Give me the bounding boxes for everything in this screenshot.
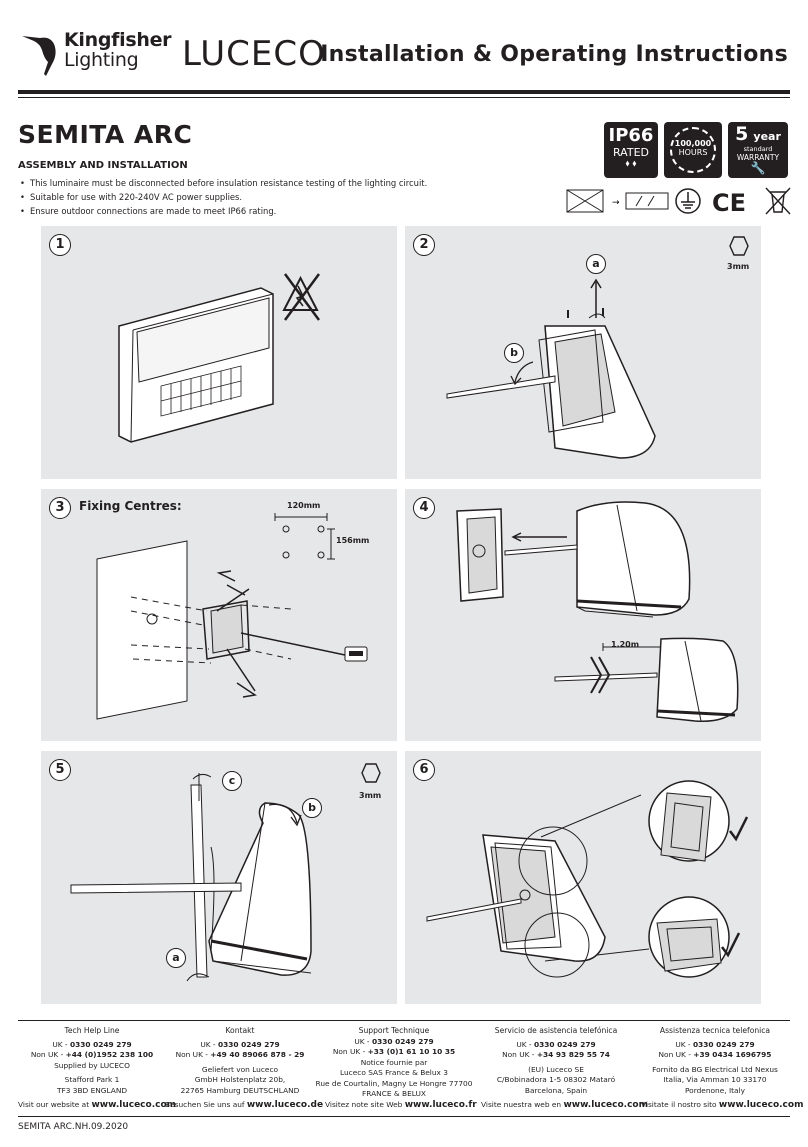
glass-panel-icon (625, 192, 669, 210)
step-4-number: 4 (413, 497, 435, 519)
step-2-number: 2 (413, 234, 435, 256)
footer-col-es: Servicio de asistencia telefónica UK - 0… (494, 1026, 618, 1095)
website-link-de[interactable]: Besuchen Sie uns auf www.luceco.de (165, 1100, 324, 1110)
weee-bin-icon (765, 187, 791, 215)
header-rule (18, 90, 790, 94)
safety-symbols: → CE (566, 187, 791, 216)
kingfisher-logo: Kingfisher Lighting (22, 28, 172, 78)
cable-length: 1.20m (611, 640, 640, 649)
hex-key-size: 3mm (727, 262, 750, 271)
step-4-panel: 4 1.20m (405, 489, 761, 741)
step-2-panel: 2 3mm a b (405, 226, 761, 479)
footer-col-de: Kontakt UK - 0330 0249 279 Non UK - +49 … (175, 1026, 305, 1095)
footer-col-it: Assistenza tecnica telefonica UK - 0330 … (652, 1026, 778, 1095)
step-1-number: 1 (49, 234, 71, 256)
product-name: SEMITA ARC (18, 120, 193, 149)
footer-rule (18, 1020, 790, 1021)
document-code: SEMITA ARC.NH.09.2020 (18, 1122, 129, 1132)
wrench-icon: 🔧 (750, 161, 766, 175)
section-heading: ASSEMBLY AND INSTALLATION (18, 160, 188, 171)
luceco-logo: LUCECO (182, 34, 326, 74)
wall-fixing-illustration (96, 513, 368, 720)
fixing-height: 156mm (336, 536, 370, 545)
ce-mark-icon: CE (712, 189, 746, 216)
website-link-es[interactable]: Visite nuestra web en www.luceco.com (481, 1100, 648, 1110)
hex-key-icon (729, 236, 749, 256)
callout-a: a (586, 254, 606, 274)
final-assembly-illustration (426, 780, 749, 978)
step-5-number: 5 (49, 759, 71, 781)
callout-b-2: b (302, 798, 322, 818)
ip66-badge: IP66 RATED ⬧ ⬧ (604, 122, 658, 178)
brand-line-1: Kingfisher (64, 29, 172, 51)
callout-b: b (504, 343, 524, 363)
step-5-panel: 5 3mm c b a (41, 751, 397, 1004)
step-6-number: 6 (413, 759, 435, 781)
earth-icon (675, 188, 701, 214)
luminaire-fitting-illustration (70, 773, 312, 982)
footer-col-uk: Tech Help Line UK - 0330 0249 279 Non UK… (30, 1026, 154, 1095)
hours-badge: 100,000 HOURS (664, 122, 722, 178)
consumer-unit-illustration (118, 273, 321, 443)
step-3-panel: 3 Fixing Centres: 120mm 156mm (41, 489, 397, 741)
fixing-centres-title: Fixing Centres: (79, 499, 182, 513)
hex-key-size-2: 3mm (359, 791, 382, 800)
step-3-number: 3 (49, 497, 71, 519)
step-6-panel: 6 (405, 751, 761, 1004)
svg-text:CE: CE (712, 189, 746, 216)
website-link-fr[interactable]: Visitez note site Web www.luceco.fr (325, 1100, 477, 1110)
bullet-3: Ensure outdoor connections are made to m… (20, 204, 276, 218)
droplet-icon: ⬧ ⬧ (625, 159, 637, 169)
callout-c: c (222, 771, 242, 791)
website-link-uk[interactable]: Visit our website at www.luceco.com (18, 1100, 177, 1110)
hex-key-icon-2 (361, 763, 381, 783)
page-title: Installation & Operating Instructions (320, 42, 788, 67)
step-1-panel: 1 (41, 226, 397, 479)
brand-line-2: Lighting (64, 49, 139, 71)
cable-connection-illustration (456, 501, 739, 722)
footer-rule-bottom (18, 1116, 790, 1117)
header-rule-thin (18, 97, 790, 98)
fixing-width: 120mm (287, 501, 321, 510)
footer-col-fr: Support Technique UK - 0330 0249 279 Non… (315, 1026, 473, 1098)
clock-icon: 100,000 HOURS (670, 127, 716, 173)
no-insulation-cover-icon (566, 189, 604, 213)
kingfisher-bird-icon (22, 36, 56, 76)
warranty-badge: 5 year standard WARRANTY 🔧 (728, 122, 788, 178)
callout-a-2: a (166, 948, 186, 968)
bullet-1: This luminaire must be disconnected befo… (20, 176, 427, 190)
svg-text:→: → (612, 198, 620, 208)
luminaire-removal-illustration (446, 278, 656, 459)
website-link-it[interactable]: Visitate il nostro sito www.luceco.com (641, 1100, 804, 1110)
bullet-2: Suitable for use with 220-240V AC power … (20, 190, 242, 204)
